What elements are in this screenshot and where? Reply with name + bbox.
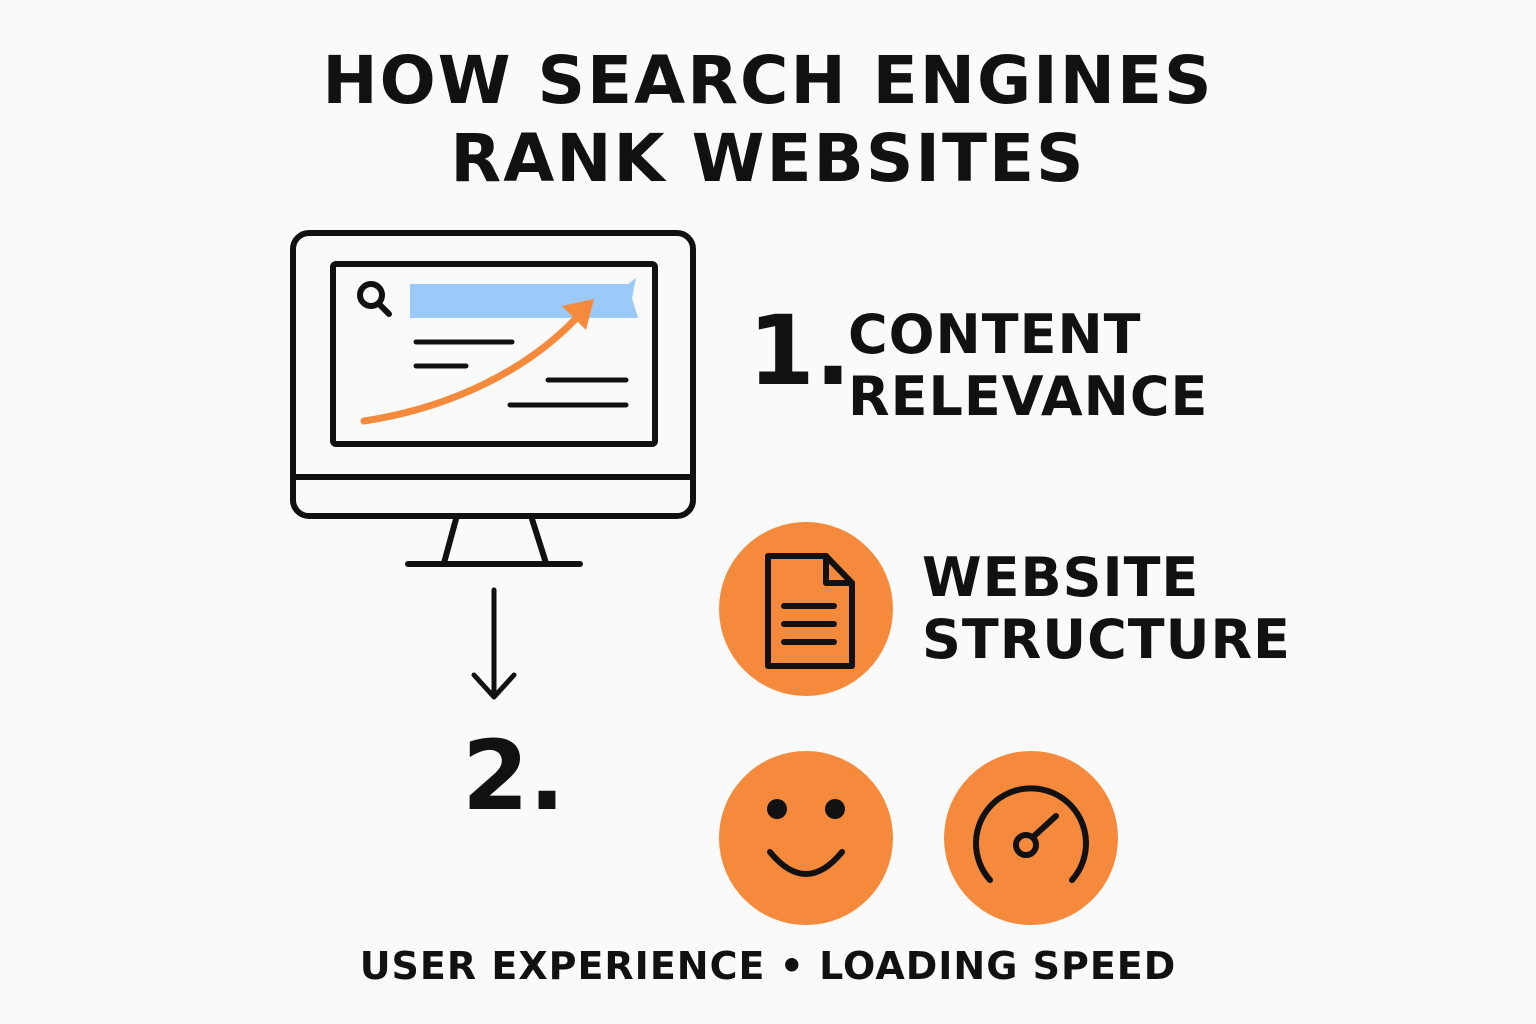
structure-label-line-1: WEBSITE xyxy=(922,546,1200,609)
step-1-label-line-1: CONTENT xyxy=(848,303,1142,366)
search-icon xyxy=(357,281,392,317)
structure-label: WEBSITE STRUCTURE xyxy=(922,547,1291,671)
step-1-label-line-2: RELEVANCE xyxy=(848,365,1209,428)
title-line-2: RANK WEBSITES xyxy=(450,120,1086,197)
structure-label-line-2: STRUCTURE xyxy=(922,608,1291,671)
page-title: HOW SEARCH ENGINES RANK WEBSITES xyxy=(0,42,1536,198)
rising-arrow-icon xyxy=(360,299,594,425)
title-line-1: HOW SEARCH ENGINES xyxy=(322,42,1214,119)
step-2-number: 2. xyxy=(462,720,566,832)
footer-caption: USER EXPERIENCE • LOADING SPEED xyxy=(359,944,1177,988)
step-1-label: CONTENT RELEVANCE xyxy=(848,304,1208,428)
step-1-number: 1. xyxy=(748,295,852,407)
